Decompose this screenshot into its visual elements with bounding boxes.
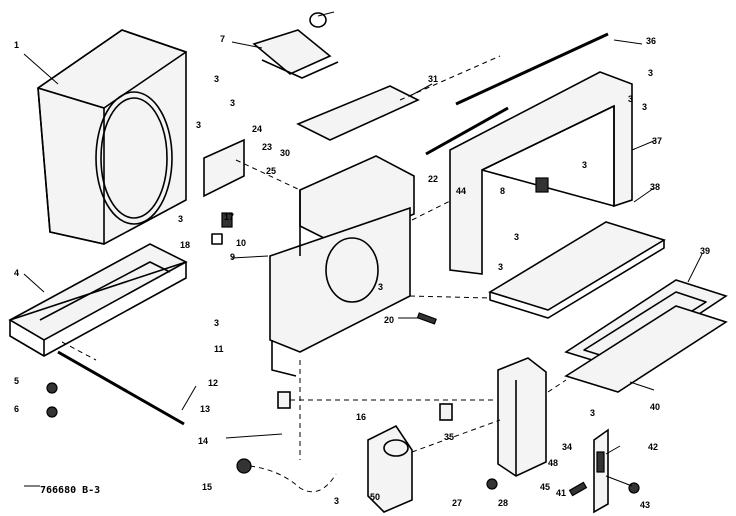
cabinet-wrapper-part — [449, 71, 633, 275]
callout-label: 3 — [590, 408, 595, 418]
callout-label: 18 — [180, 240, 190, 250]
callout-label: 20 — [384, 315, 394, 325]
bracket-part — [252, 12, 339, 79]
callout-label: 3 — [214, 318, 219, 328]
callout-label: 25 — [266, 166, 276, 176]
callout-label: 3 — [196, 120, 201, 130]
leader-lines — [23, 11, 703, 487]
callout-label: 3 — [628, 94, 633, 104]
callout-label: 3 — [378, 282, 383, 292]
seal-strip-part — [425, 106, 509, 156]
callout-label: 38 — [650, 182, 660, 192]
callout-label: 15 — [202, 482, 212, 492]
callout-label: 28 — [498, 498, 508, 508]
callout-label: 3 — [178, 214, 183, 224]
callout-label: 13 — [200, 404, 210, 414]
callout-label: 41 — [556, 488, 566, 498]
callout-label: 34 — [562, 442, 572, 452]
control-box-part — [497, 357, 547, 477]
callout-label: 3 — [498, 262, 503, 272]
callout-label: 6 — [14, 404, 19, 414]
callout-label: 9 — [230, 252, 235, 262]
callout-label: 22 — [428, 174, 438, 184]
callout-label: 48 — [548, 458, 558, 468]
callout-label: 17 — [224, 212, 234, 222]
callout-label: 43 — [640, 500, 650, 510]
top-cover-part — [296, 85, 420, 141]
callout-label: 3 — [514, 232, 519, 242]
callout-label: 45 — [540, 482, 550, 492]
callout-label: 5 — [14, 376, 19, 386]
callout-label: 40 — [650, 402, 660, 412]
callout-label: 8 — [500, 186, 505, 196]
callout-label: 39 — [700, 246, 710, 256]
callout-label: 3 — [230, 98, 235, 108]
callout-label: 44 — [456, 186, 466, 196]
callout-label: 12 — [208, 378, 218, 388]
callout-label: 4 — [14, 268, 19, 278]
callout-label: 35 — [444, 432, 454, 442]
callout-label: 27 — [452, 498, 462, 508]
callout-label: 30 — [280, 148, 290, 158]
capacitor-part — [367, 424, 413, 513]
callout-label: 50 — [370, 492, 380, 502]
callout-label: 23 — [262, 142, 272, 152]
callout-label: 3 — [214, 74, 219, 84]
rod-part — [57, 350, 185, 426]
base-pan-part — [8, 243, 188, 357]
filter-frame-part — [564, 279, 728, 393]
callout-label: 7 — [220, 34, 225, 44]
fan-shroud-part — [37, 29, 187, 245]
trim-strip-part — [455, 32, 609, 106]
callout-label: 3 — [334, 496, 339, 506]
callout-label: 10 — [236, 238, 246, 248]
control-panel-part — [593, 428, 609, 514]
callout-label: 3 — [642, 102, 647, 112]
drawing-code: 766680 B-3 — [40, 485, 100, 496]
callout-label: 16 — [356, 412, 366, 422]
callout-label: 14 — [198, 436, 208, 446]
callout-label: 36 — [646, 36, 656, 46]
bottom-plate-part — [488, 221, 666, 319]
callout-label: 24 — [252, 124, 262, 134]
callout-label: 31 — [428, 74, 438, 84]
callout-label: 3 — [582, 160, 587, 170]
callout-label: 37 — [652, 136, 662, 146]
partition-housing-part — [269, 155, 415, 377]
callout-label: 42 — [648, 442, 658, 452]
callout-label: 11 — [214, 344, 224, 354]
callout-label: 3 — [648, 68, 653, 78]
callout-label: 1 — [14, 40, 19, 50]
mounting-plate-part — [203, 138, 245, 198]
